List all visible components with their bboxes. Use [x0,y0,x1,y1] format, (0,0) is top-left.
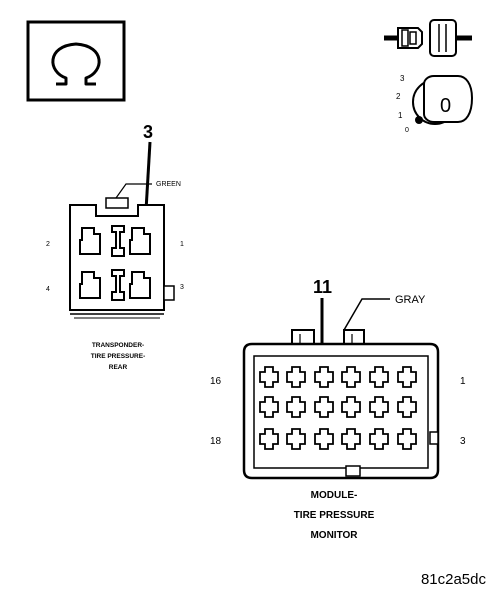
transponder-pin-1: 1 [180,241,184,248]
disconnected-connector-icon [384,19,472,57]
key-pos-3: 3 [400,74,405,83]
transponder-caption-line1: TRANSPONDER- [92,342,144,349]
transponder-caption-line2: TIRE PRESSURE- [91,353,146,360]
module-wire-color: GRAY [395,294,426,306]
key-pos-2: 2 [396,92,401,101]
figure-id: 81c2a5dc [421,571,487,588]
key-pos-1: 1 [398,111,403,120]
module-pin-1: 1 [460,376,466,387]
module-connector: 11 GRAY [210,277,466,541]
ohm-icon [51,42,101,86]
ohmmeter-box [26,20,126,102]
key-label: 0 [440,95,451,117]
module-caption-line1: MODULE- [311,490,358,501]
module-pin-3: 3 [460,436,466,447]
key-pos-0: 0 [405,127,409,134]
module-pin-16: 16 [210,376,222,387]
transponder-pin-3: 3 [180,284,184,291]
transponder-wire-color: GREEN [156,181,181,188]
transponder-arrow-label: 3 [143,122,153,142]
module-arrow-label: 11 [313,277,332,297]
transponder-caption-line3: REAR [109,364,128,371]
module-pin-18: 18 [210,436,222,447]
transponder-pin-4: 4 [46,286,50,293]
module-caption-line3: MONITOR [310,530,358,541]
transponder-pin-2: 2 [46,241,50,248]
module-caption-line2: TIRE PRESSURE [294,510,375,521]
transponder-connector: 3 GREEN 2 1 4 3 TRANSPONDER- TIRE PRESSU… [46,122,184,371]
ignition-key-icon: 3 2 1 0 0 [396,74,474,134]
